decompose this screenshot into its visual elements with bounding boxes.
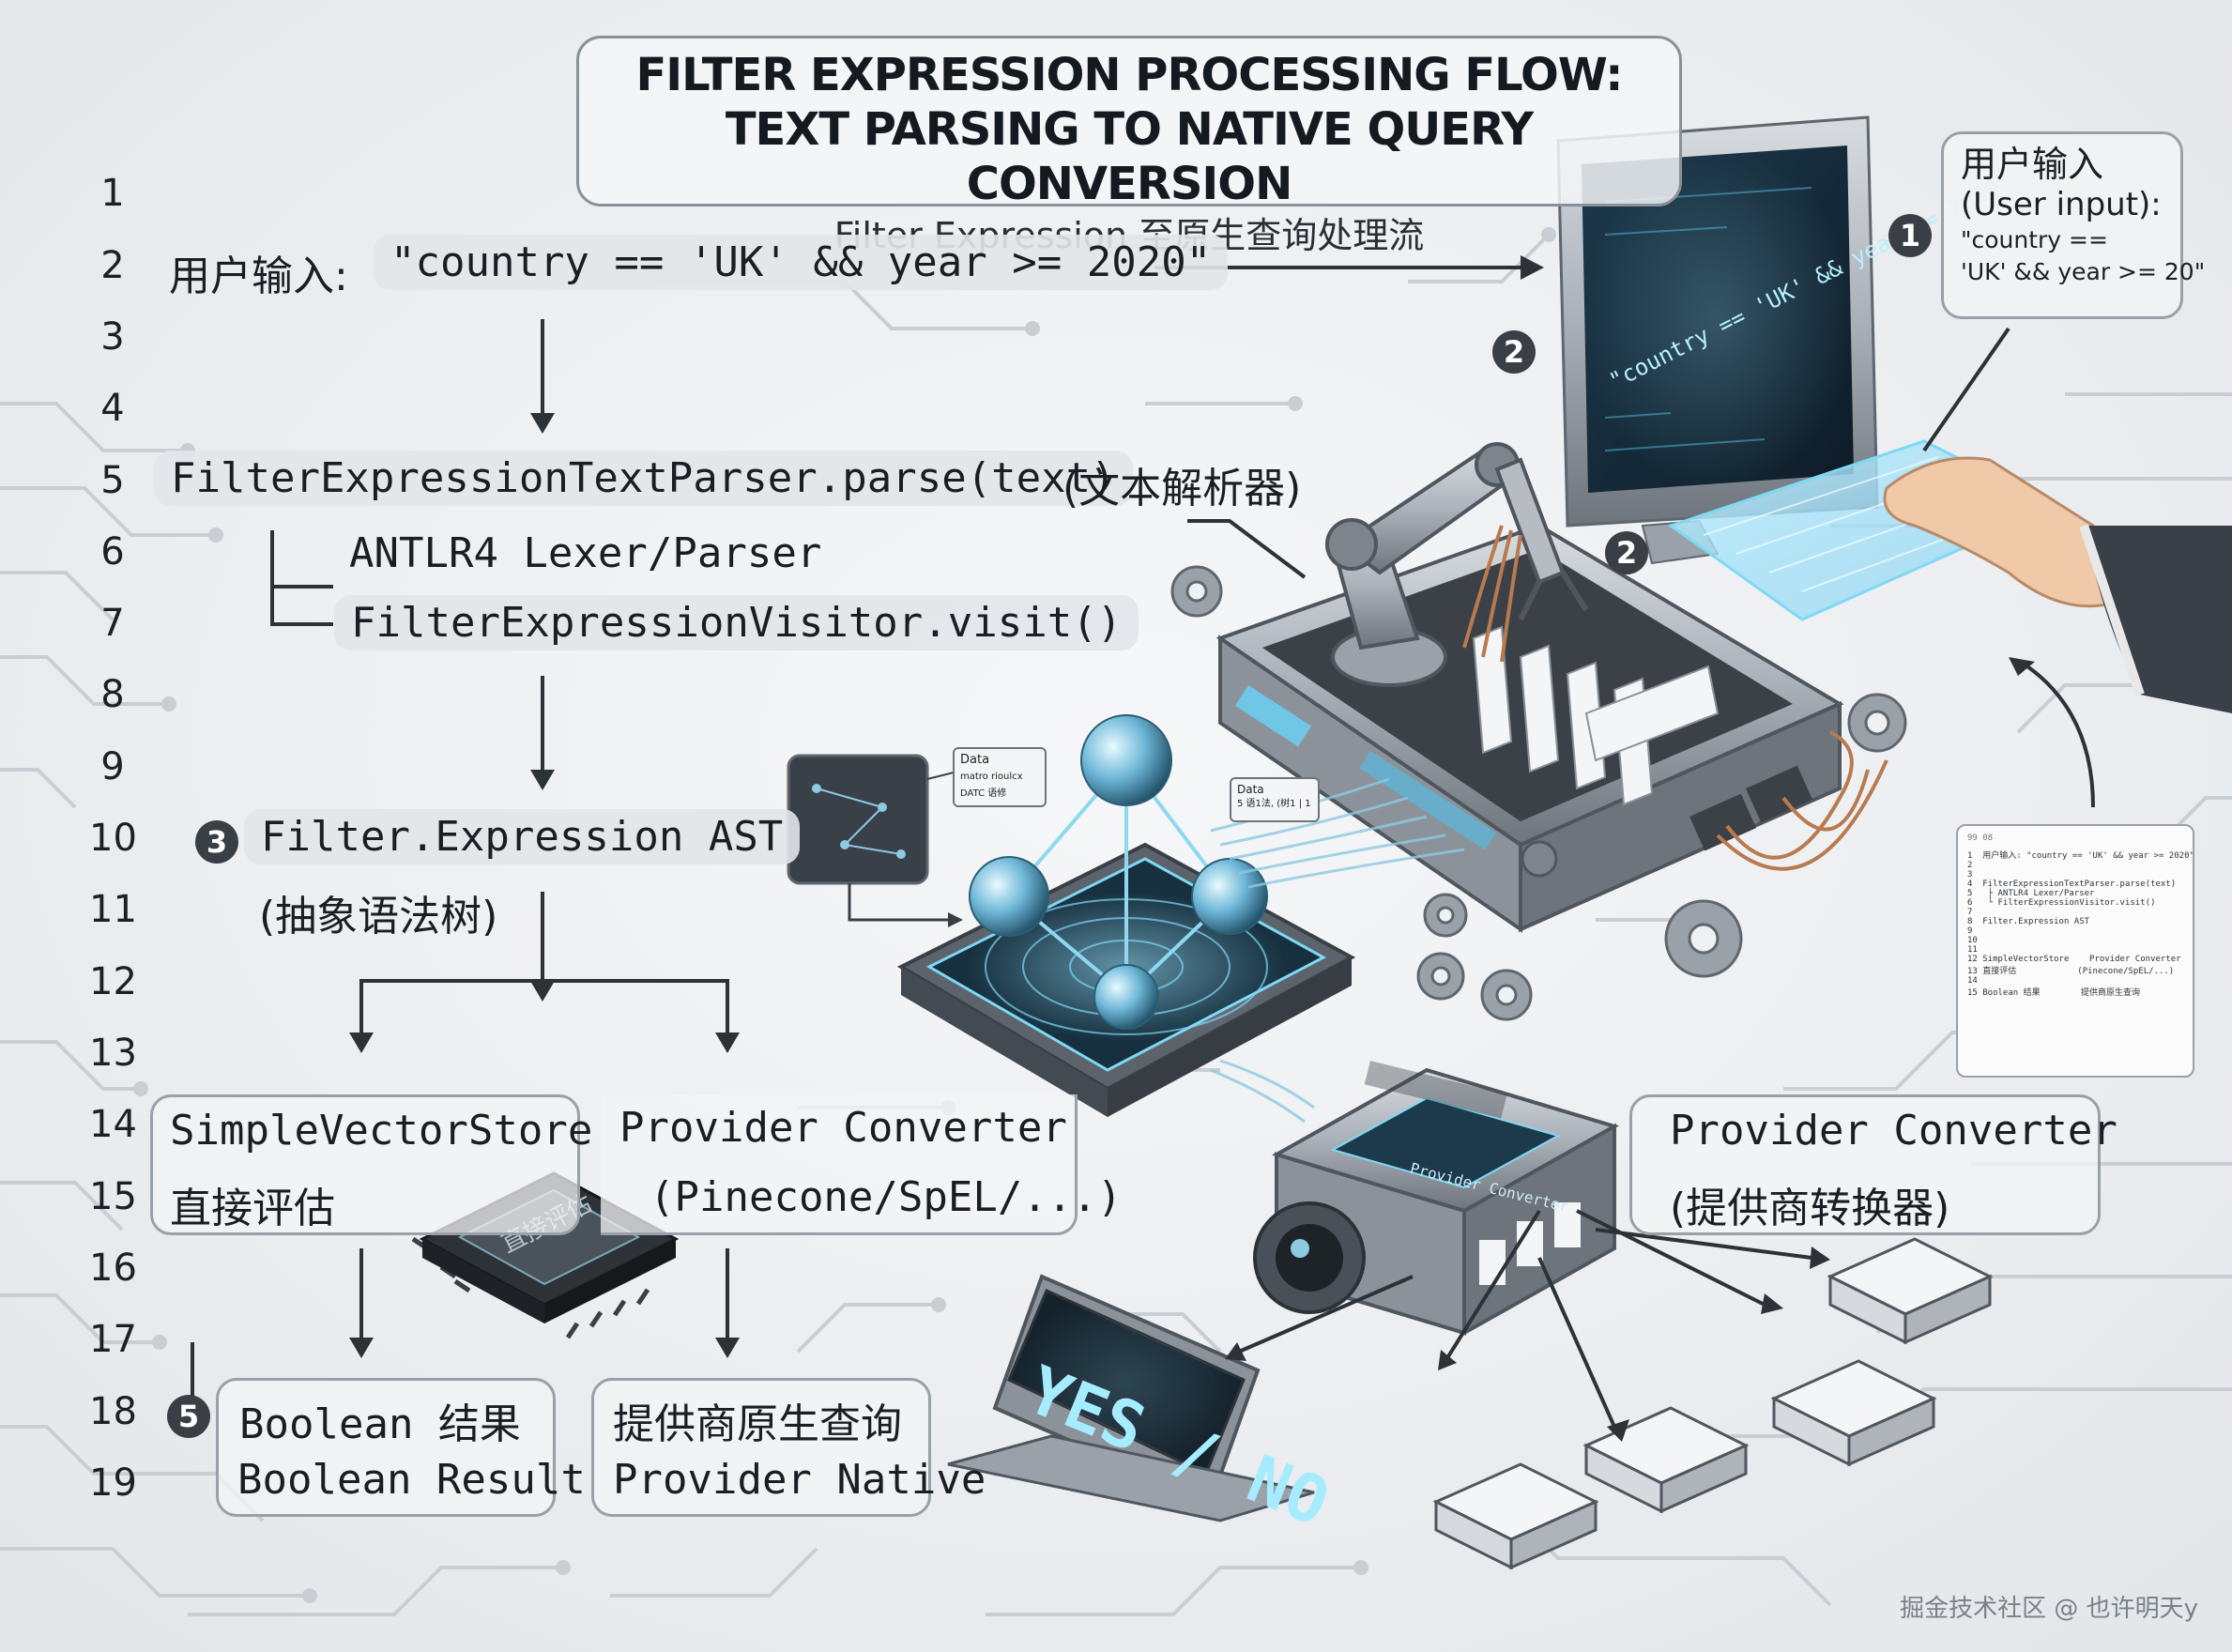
- line-number: 5: [100, 459, 125, 502]
- callout-line-4: 'UK' && year >= 20": [1961, 258, 2206, 285]
- svs-line-1: SimpleVectorStore: [170, 1107, 593, 1155]
- line-number: 3: [100, 315, 125, 359]
- line-number: 4: [100, 387, 125, 430]
- native-line-2: Provider Native: [613, 1456, 986, 1504]
- title-box: FILTER EXPRESSION PROCESSING FLOW: TEXT …: [576, 36, 1682, 256]
- callout-line-1: 用户输入: [1961, 144, 2104, 185]
- converter-callout-line-1: Provider Converter: [1670, 1107, 2117, 1155]
- mini-code-line: 1 用户输入: "country == 'UK' && year >= 2020…: [1967, 851, 2194, 861]
- pc-line-1: Provider Converter: [619, 1104, 1067, 1152]
- data-panel-left-line-1: Data: [960, 753, 990, 767]
- mini-code-line: 11: [1967, 945, 1978, 955]
- step-3-badge: 3: [195, 820, 238, 864]
- data-panel-left: Data matro rioulcx DATC 语修: [953, 747, 1047, 807]
- ast-platform-illustration: [896, 714, 1465, 1124]
- line-number: 11: [89, 888, 137, 931]
- mini-code-line: 4 FilterExpressionTextParser.parse(text): [1967, 880, 2177, 889]
- mini-code-line: 2: [1967, 861, 1973, 870]
- pc-line-2: (Pinecone/SpEL/...): [650, 1173, 1123, 1221]
- mini-code-line: 7: [1967, 908, 1973, 917]
- mini-code-line: 8 Filter.Expression AST: [1967, 917, 2090, 926]
- data-panel-mid: Data 5 语1法, (树1 | 1: [1230, 777, 1320, 822]
- title-line-1: FILTER EXPRESSION PROCESSING FLOW:: [635, 49, 1624, 101]
- boolean-result-box: Boolean 结果 Boolean Result: [216, 1378, 586, 1517]
- antlr-lexer-parser: ANTLR4 Lexer/Parser: [349, 529, 822, 577]
- ast-label: Filter.Expression AST: [244, 809, 801, 864]
- simple-vector-store-box: SimpleVectorStore 直接评估: [150, 1094, 592, 1235]
- line-number: 10: [89, 817, 137, 860]
- mini-code-line: 12 SimpleVectorStore Provider Converter: [1967, 955, 2181, 964]
- data-panel-left-line-2: matro rioulcx: [960, 772, 1023, 782]
- ast-note: (抽象语法树): [259, 893, 498, 941]
- bool-line-1: Boolean 结果: [239, 1400, 521, 1448]
- line-number: 16: [89, 1247, 137, 1290]
- watermark: 掘金技术社区 @ 也许明天y: [1900, 1595, 2198, 1623]
- mini-code-line: 5 ├ ANTLR4 Lexer/Parser: [1967, 889, 2095, 898]
- line-number: 12: [89, 960, 137, 1003]
- provider-converter-callout: Provider Converter (提供商转换器): [1629, 1094, 2117, 1235]
- svs-line-2: 直接评估: [170, 1185, 335, 1232]
- parse-call: FilterExpressionTextParser.parse(text): [154, 451, 1133, 506]
- data-panel-left-line-3: DATC 语修: [960, 788, 1007, 799]
- native-line-1: 提供商原生查询: [613, 1400, 902, 1448]
- provider-native-box: 提供商原生查询 Provider Native: [591, 1378, 986, 1517]
- title-line-2: TEXT PARSING TO NATIVE QUERY CONVERSION: [725, 103, 1534, 210]
- user-input-value: "country == 'UK' && year >= 2020": [374, 235, 1229, 290]
- mini-code-window: 99 08 1 用户输入: "country == 'UK' && year >…: [1956, 824, 2194, 1078]
- step-5-badge: 5: [167, 1395, 210, 1438]
- line-number: 19: [89, 1461, 137, 1505]
- line-number: 18: [89, 1390, 137, 1433]
- line-number: 2: [100, 244, 125, 287]
- callout-line-3: "country ==: [1961, 226, 2108, 253]
- line-number: 9: [100, 745, 125, 788]
- document-stacks-illustration: [1432, 1237, 1994, 1570]
- data-panel-mid-line-2: 5 语1法, (树1 | 1: [1237, 799, 1311, 809]
- line-number: 7: [100, 602, 125, 645]
- provider-converter-box: Provider Converter (Pinecone/SpEL/...): [601, 1094, 1122, 1235]
- step-2-badge-machine: 2: [1605, 531, 1648, 574]
- line-number: 15: [89, 1175, 137, 1218]
- step-1-badge: 1: [1888, 214, 1932, 257]
- converter-callout-line-2: (提供商转换器): [1670, 1185, 1950, 1232]
- line-number: 14: [89, 1103, 137, 1146]
- arrowheads: [349, 255, 2035, 1442]
- monitor-illustration: [1556, 115, 1879, 565]
- user-input-callout: 用户输入 (User input): "country == 'UK' && y…: [1941, 131, 2206, 319]
- data-panel-dark: [787, 754, 963, 927]
- yes-no-display-illustration: [947, 1274, 1315, 1522]
- mini-code-line: 6 └ FilterExpressionVisitor.visit(): [1967, 898, 2156, 908]
- step-2-badge-screen: 2: [1492, 330, 1536, 374]
- line-number: 1: [100, 172, 125, 215]
- mini-code-line: 3: [1967, 870, 1973, 880]
- hand-illustration: [1883, 456, 2232, 713]
- line-number: 13: [89, 1032, 137, 1075]
- converter-camera-illustration: [1253, 1061, 1620, 1337]
- data-panel-mid-line-1: Data: [1237, 783, 1264, 796]
- bool-line-2: Boolean Result: [237, 1456, 586, 1504]
- mini-code-line: 13 直接评估 (Pinecone/SpEL/...): [1967, 967, 2175, 976]
- mini-code-line: 9: [1967, 926, 1973, 936]
- mini-code-line: 14: [1967, 976, 1978, 986]
- user-input-label: 用户输入:: [169, 252, 348, 300]
- mini-code-header: 99 08: [1967, 834, 1994, 843]
- gear-decorations: [1170, 565, 1907, 1021]
- mini-code-line: 10: [1967, 936, 1978, 945]
- mini-code-line: 15 Boolean 结果 提供商原生查询: [1967, 988, 2140, 998]
- visitor-call: FilterExpressionVisitor.visit(): [334, 595, 1139, 650]
- callout-line-2: (User input):: [1961, 186, 2162, 223]
- line-number: 8: [100, 673, 125, 716]
- line-number: 6: [100, 530, 125, 574]
- parse-note: (文本解析器): [1062, 465, 1302, 512]
- line-number: 17: [89, 1318, 137, 1361]
